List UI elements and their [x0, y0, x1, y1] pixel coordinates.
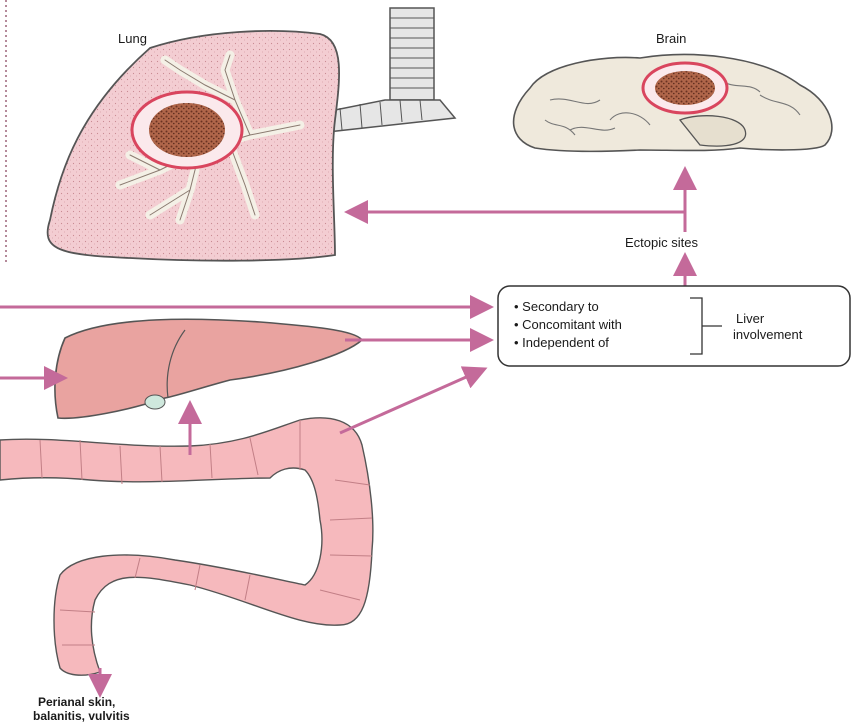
brain-label: Brain: [656, 31, 686, 46]
colon-illustration: [0, 418, 373, 675]
perianal-label-line2: balanitis, vulvitis: [33, 709, 130, 723]
ectopic-sites-label: Ectopic sites: [625, 235, 698, 250]
liver-involvement-line2: involvement: [733, 327, 803, 342]
box-item-concomitant: • Concomitant with: [514, 317, 622, 332]
box-item-independent: • Independent of: [514, 335, 609, 350]
lung-illustration: [48, 31, 339, 261]
box-item-secondary: • Secondary to: [514, 299, 599, 314]
brain-illustration: [514, 55, 832, 152]
liver-illustration: [55, 319, 362, 418]
lung-label: Lung: [118, 31, 147, 46]
liver-involvement-line1: Liver: [736, 311, 765, 326]
arrow-colon-to-box: [340, 370, 482, 433]
perianal-label-line1: Perianal skin,: [38, 695, 115, 709]
